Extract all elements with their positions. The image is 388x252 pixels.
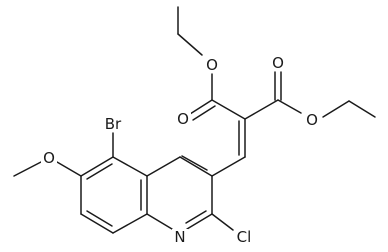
bond-alpha-ester-r-c <box>244 99 279 120</box>
bond-ester-l-c-o-double-2 <box>192 105 216 121</box>
atom-o-ester-right: O <box>306 111 318 129</box>
atom-labels: O O O O Br O N Cl <box>41 54 320 246</box>
bond-ester-l-c-o-double-1 <box>189 99 213 115</box>
bonds <box>13 6 376 234</box>
bond-ethyl-r-ch2-ch3 <box>348 100 376 118</box>
atom-o-methoxy: O <box>43 149 55 167</box>
atom-o-carbonyl-left: O <box>177 110 189 128</box>
atom-o-ester-left: O <box>206 56 218 74</box>
bond-c5-c6 <box>80 156 114 177</box>
bond-vinyl-c3 <box>211 156 246 177</box>
bond-ester-l-c-alpha <box>211 99 246 120</box>
bond-c7-c8-inner <box>86 210 113 227</box>
bond-c4a-c5 <box>112 156 148 177</box>
bond-c3-c4-inner <box>181 155 208 171</box>
bond-ester-r-c-o-single <box>277 99 302 114</box>
bond-c3-c4 <box>179 156 213 177</box>
bond-n1-c8a <box>146 213 173 230</box>
atom-br: Br <box>105 115 122 133</box>
bond-ethyl-l-ch2-o <box>177 33 203 56</box>
bond-c4-c4a <box>146 156 181 177</box>
bond-c2-n1-inner <box>185 210 207 224</box>
atom-n: N <box>174 228 185 246</box>
bond-o-methoxy-ch3 <box>13 161 42 177</box>
bond-c2-n1 <box>186 213 213 230</box>
bond-c8-c8a <box>112 213 148 234</box>
bond-c7-c8 <box>80 213 114 234</box>
bond-c5-c6-inner <box>86 163 113 180</box>
bond-c2-cl <box>211 213 234 231</box>
atom-cl: Cl <box>237 228 252 246</box>
bond-c6-o-methoxy <box>56 161 82 177</box>
atom-o-carbonyl-right: O <box>272 54 284 72</box>
bond-ethyl-r-o-ch2 <box>322 100 350 118</box>
